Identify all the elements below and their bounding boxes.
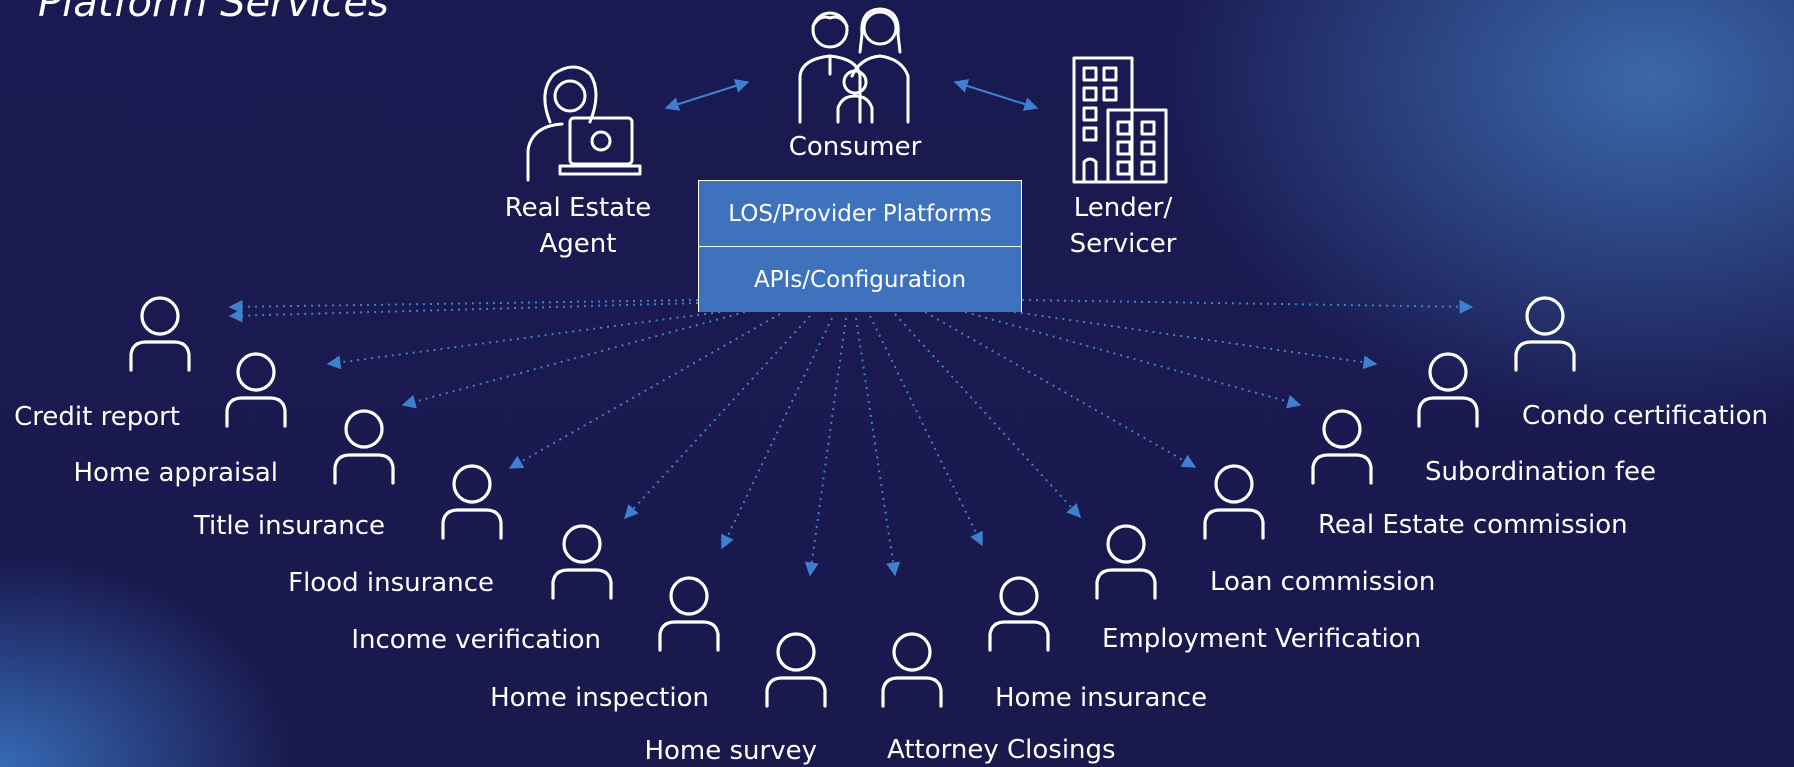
service-credit-report: Credit report	[14, 402, 180, 432]
consumer-label: Consumer	[788, 132, 922, 162]
agent-consumer-arrow	[664, 79, 750, 111]
arrow-home-insurance	[869, 315, 983, 547]
service-attorney-closings: Attorney Closings	[887, 735, 1116, 765]
arrow-attorney-closings	[855, 317, 901, 577]
arrow-condo-certification	[1021, 299, 1474, 314]
arrow-employment-verification	[894, 313, 1081, 519]
agent-laptop-icon	[526, 65, 642, 182]
arrow-title-insurance	[401, 311, 746, 409]
building-icon	[1072, 56, 1168, 184]
arrow-home-inspection	[721, 317, 833, 550]
agent-label-line1: Real Estate	[504, 193, 652, 223]
service-employment-verification: Employment Verification	[1102, 624, 1422, 654]
platform-box: LOS/Provider Platforms APIs/Configuratio…	[698, 180, 1022, 312]
person-icon	[551, 524, 613, 600]
arrow-income-verification	[624, 315, 811, 520]
arrow-loan-commission	[924, 311, 1197, 468]
service-real-estate-commission: Real Estate commission	[1318, 510, 1628, 540]
platform-top-label: LOS/Provider Platforms	[699, 181, 1021, 246]
person-icon	[1311, 409, 1373, 485]
person-icon	[441, 464, 503, 540]
service-subordination-fee: Subordination fee	[1425, 457, 1656, 487]
service-condo-certification: Condo certification	[1522, 401, 1769, 431]
arrow-flood-insurance	[508, 313, 781, 469]
lender-label-line2: Servicer	[1069, 229, 1177, 259]
platform-bottom-label: APIs/Configuration	[699, 246, 1021, 312]
arrow-home-survey	[804, 317, 847, 577]
person-icon	[1514, 296, 1576, 372]
service-home-insurance: Home insurance	[995, 683, 1208, 713]
person-icon	[658, 576, 720, 652]
person-icon	[129, 296, 191, 372]
service-loan-commission: Loan commission	[1210, 567, 1436, 597]
lender-label-line1: Lender/	[1073, 193, 1173, 223]
person-icon	[1417, 352, 1479, 428]
service-home-inspection: Home inspection	[490, 683, 709, 713]
service-title-insurance: Title insurance	[193, 511, 385, 541]
service-home-survey: Home survey	[644, 736, 817, 766]
person-icon	[988, 576, 1050, 652]
person-icon	[881, 632, 943, 708]
service-home-appraisal: Home appraisal	[73, 458, 278, 488]
agent-label-line2: Agent	[539, 229, 617, 259]
person-icon	[333, 409, 395, 485]
arrow-real-estate-commission	[964, 311, 1302, 409]
person-icon	[1203, 464, 1265, 540]
consumer-lender-arrow	[953, 79, 1039, 111]
arrow-subordination-fee	[999, 309, 1378, 370]
page-title: Platform Services	[38, 0, 389, 26]
person-icon	[225, 352, 287, 428]
service-flood-insurance: Flood insurance	[288, 568, 494, 598]
arrow-home-appraisal	[326, 311, 721, 370]
arrow-credit-report-2	[228, 302, 699, 323]
family-icon	[798, 7, 910, 124]
person-icon	[765, 632, 827, 708]
arrow-credit-report	[228, 299, 699, 314]
person-icon	[1095, 524, 1157, 600]
service-income-verification: Income verification	[351, 625, 601, 655]
